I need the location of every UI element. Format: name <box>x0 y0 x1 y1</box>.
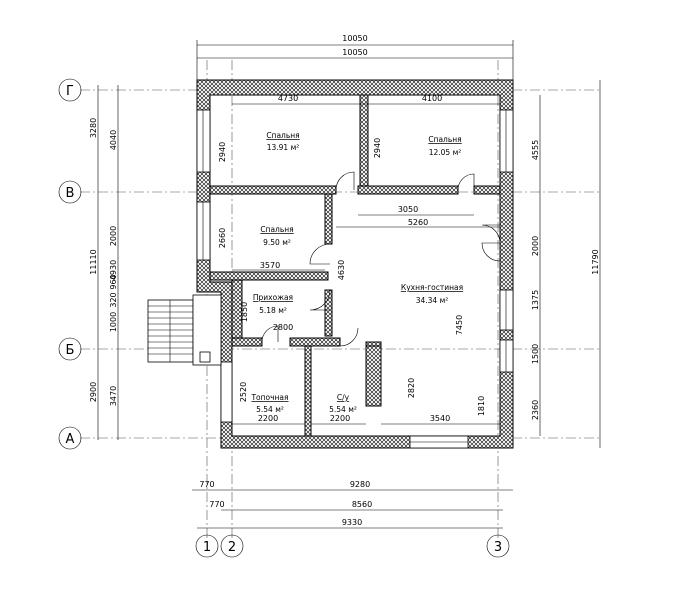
svg-text:Прихожая: Прихожая <box>253 293 293 302</box>
dim-left-b-a: 3470 <box>109 386 118 406</box>
dim-in-2940-left: 2940 <box>218 142 227 162</box>
dim-right-1500: 1500 <box>531 344 540 364</box>
svg-text:5.54 м²: 5.54 м² <box>256 405 284 414</box>
dim-right-overall: 11790 <box>591 249 600 274</box>
dim-in-2940-mid: 2940 <box>373 138 382 158</box>
axis-bubble-g: Г <box>58 78 82 102</box>
dim-in-5260: 5260 <box>408 218 428 227</box>
axis-bubble-a: А <box>58 426 82 450</box>
dim-in-1850: 1850 <box>240 302 249 322</box>
dim-left-overall: 11110 <box>89 249 98 274</box>
room-label-bathroom: С/у 5.54 м² <box>329 393 357 414</box>
svg-text:34.34 м²: 34.34 м² <box>416 296 449 305</box>
dim-left-2000: 2000 <box>109 226 118 246</box>
dim-left-v-b: 4930 <box>109 260 118 280</box>
axis-bubble-3: 3 <box>486 534 510 558</box>
dim-left-g-b: 4040 <box>109 130 118 150</box>
svg-text:5.18 м²: 5.18 м² <box>259 306 287 315</box>
svg-text:2: 2 <box>228 540 236 555</box>
dim-left-320: 320 <box>109 292 118 307</box>
svg-text:Кухня-гостиная: Кухня-гостиная <box>401 283 463 292</box>
dim-bottom-offset-1: 770 <box>199 480 214 489</box>
dim-bottom-3: 9330 <box>342 518 362 527</box>
dim-bottom-1: 9280 <box>350 480 370 489</box>
axis-bubble-b: Б <box>58 337 82 361</box>
room-label-kitchen-living: Кухня-гостиная 34.34 м² <box>401 283 463 305</box>
windows <box>196 109 514 449</box>
axis-bubble-v: В <box>58 180 82 204</box>
svg-text:Б: Б <box>66 343 75 358</box>
dim-in-2200-a: 2200 <box>258 414 278 423</box>
dim-bottom-offset-2: 770 <box>209 500 224 509</box>
dim-right-1375: 1375 <box>531 290 540 310</box>
svg-text:Г: Г <box>66 84 74 99</box>
dim-in-2520: 2520 <box>239 382 248 402</box>
dim-in-3570: 3570 <box>260 261 280 270</box>
porch-stairs <box>147 294 222 366</box>
dim-top-total-2: 10050 <box>342 48 367 57</box>
dim-top-total-1: 10050 <box>342 34 367 43</box>
dim-right-2360: 2360 <box>531 400 540 420</box>
axis-bubble-2: 2 <box>220 534 244 558</box>
dim-in-7450: 7450 <box>455 315 464 335</box>
svg-text:12.05 м²: 12.05 м² <box>429 148 462 157</box>
room-label-bedroom-3: Спальня 9.50 м² <box>260 225 293 247</box>
svg-text:А: А <box>66 432 75 447</box>
dim-left-2900: 2900 <box>89 382 98 402</box>
dim-right-2000: 2000 <box>531 236 540 256</box>
dim-in-4630: 4630 <box>337 260 346 280</box>
dimension-lines <box>97 40 601 529</box>
dim-in-2660: 2660 <box>218 228 227 248</box>
room-label-hallway: Прихожая 5.18 м² <box>253 293 293 315</box>
dim-in-2800: 2800 <box>273 323 293 332</box>
svg-text:3: 3 <box>494 540 502 555</box>
svg-text:1: 1 <box>203 540 211 555</box>
svg-text:5.54 м²: 5.54 м² <box>329 405 357 414</box>
svg-text:С/у: С/у <box>337 393 350 402</box>
svg-text:Топочная: Топочная <box>250 393 288 402</box>
dim-left-960: 960 <box>109 274 118 289</box>
dim-right-4555: 4555 <box>531 140 540 160</box>
dim-bottom-2: 8560 <box>352 500 372 509</box>
svg-text:Спальня: Спальня <box>266 131 299 140</box>
dim-in-3050: 3050 <box>398 205 418 214</box>
room-label-boiler: Топочная 5.54 м² <box>250 393 288 414</box>
svg-text:Спальня: Спальня <box>428 135 461 144</box>
dim-in-2200-b: 2200 <box>330 414 350 423</box>
interior-walls <box>209 94 501 437</box>
axis-bubble-1: 1 <box>195 534 219 558</box>
dim-top-right-room: 4100 <box>422 94 442 103</box>
dim-top-left-room: 4730 <box>278 94 298 103</box>
dim-left-g-v: 3280 <box>89 118 98 138</box>
room-label-bedroom-2: Спальня 12.05 м² <box>428 135 461 157</box>
dim-left-1000: 1000 <box>109 312 118 332</box>
dim-in-3540: 3540 <box>430 414 450 423</box>
svg-text:В: В <box>66 186 75 201</box>
svg-text:13.91 м²: 13.91 м² <box>267 143 300 152</box>
svg-text:Спальня: Спальня <box>260 225 293 234</box>
dim-in-1810: 1810 <box>477 396 486 416</box>
dimension-labels: 10050 10050 4730 4100 9280 8560 9330 770… <box>89 34 600 527</box>
svg-text:9.50 м²: 9.50 м² <box>263 238 291 247</box>
room-label-bedroom-1: Спальня 13.91 м² <box>266 131 299 152</box>
dim-in-2820: 2820 <box>407 378 416 398</box>
